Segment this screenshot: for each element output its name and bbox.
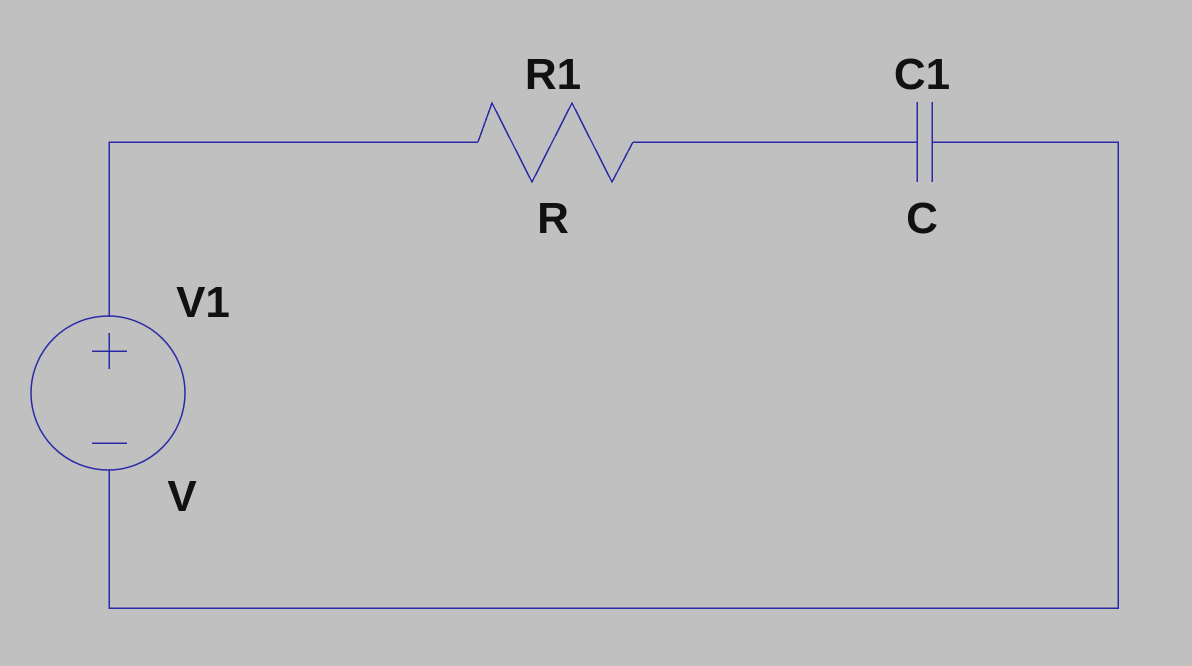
voltage-source-circle	[30, 315, 186, 471]
resistor-r1[interactable]: R1 R	[477, 50, 634, 243]
voltage-source-value: V	[167, 472, 197, 521]
wire-left-top[interactable]	[108, 141, 478, 317]
wires	[108, 141, 1119, 609]
capacitor-designator: C1	[894, 50, 950, 99]
capacitor-value: C	[906, 194, 938, 243]
capacitor-c1[interactable]: C1 C	[894, 50, 950, 243]
wire-capacitor-to-source[interactable]	[108, 141, 1119, 609]
resistor-value: R	[537, 194, 569, 243]
resistor-designator: R1	[525, 50, 581, 99]
voltage-source-v1[interactable]: V1 V	[30, 278, 230, 521]
voltage-source-designator: V1	[176, 278, 230, 327]
resistor-symbol	[477, 101, 634, 184]
